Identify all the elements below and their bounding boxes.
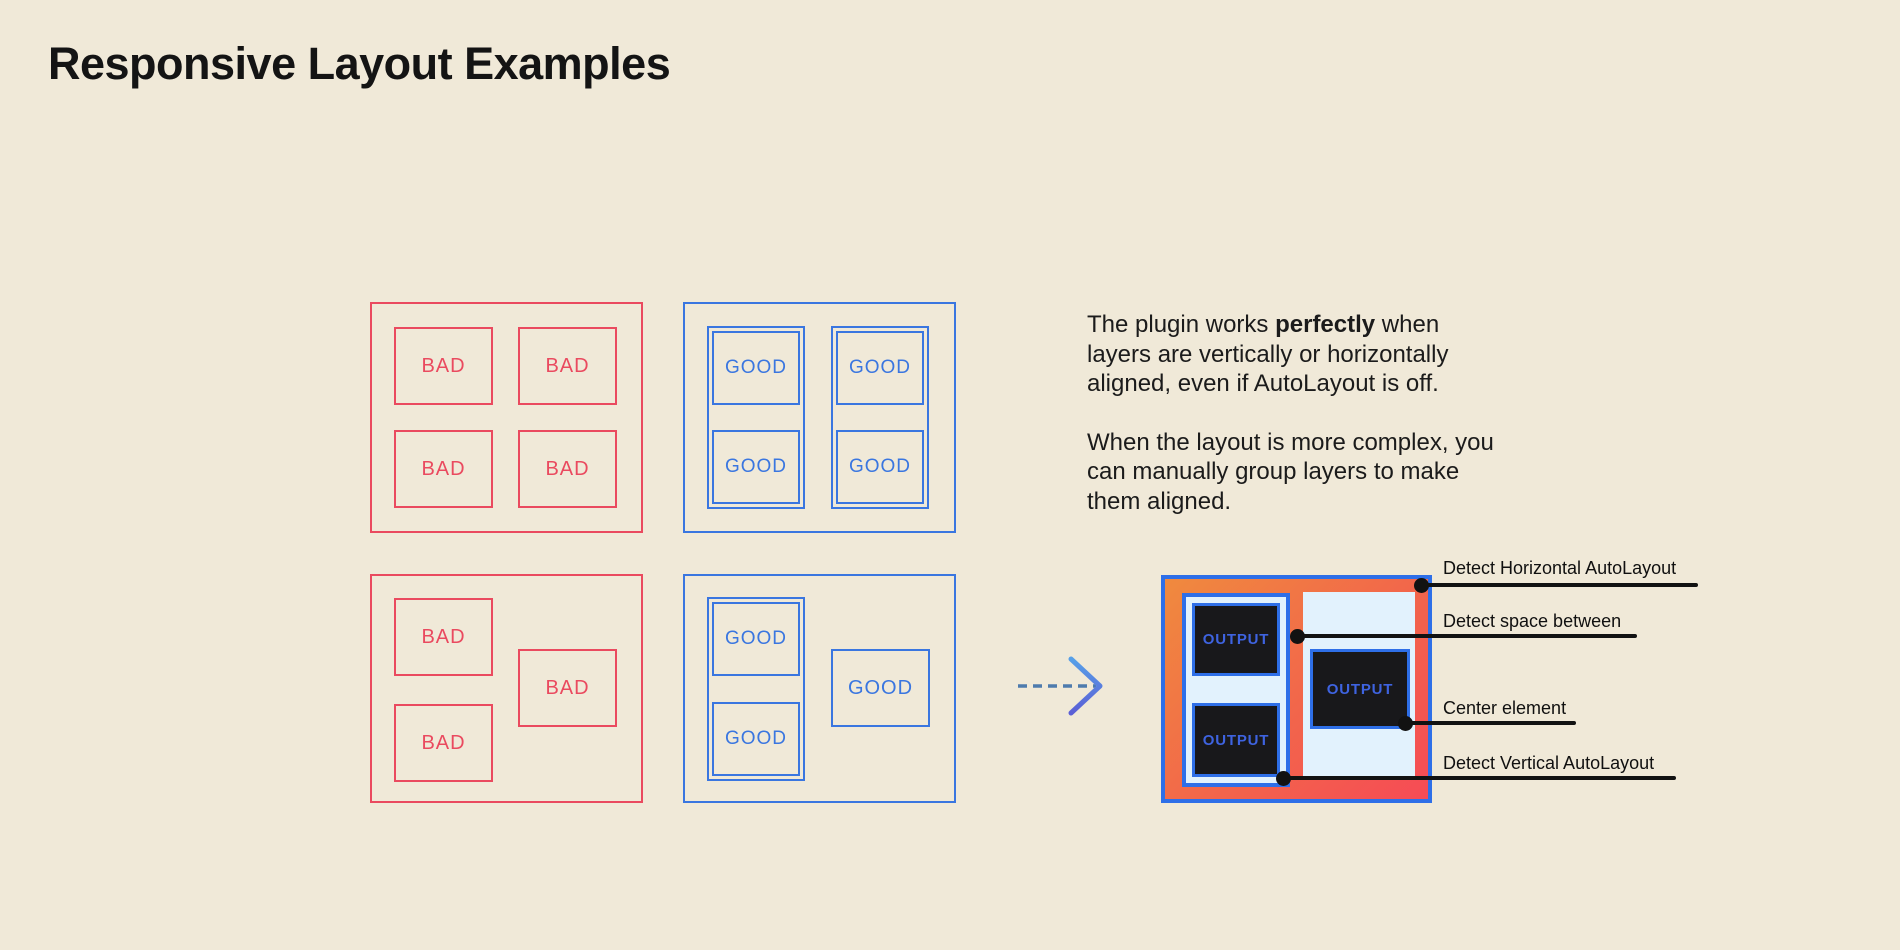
annotation-label: Center element [1443, 698, 1567, 718]
connector-line [1283, 776, 1676, 780]
bad-box-label: BAD [421, 354, 466, 377]
good-box-label: GOOD [724, 728, 788, 749]
page-title: Responsive Layout Examples [48, 38, 671, 89]
annotation-label: Detect Vertical AutoLayout [1443, 753, 1655, 773]
output-box-label: OUTPUT [1326, 680, 1394, 698]
connector-dot [1276, 771, 1291, 786]
good-box-label: GOOD [724, 628, 788, 649]
good-box: GOOD [836, 331, 924, 405]
output-group-column: OUTPUT OUTPUT [1182, 593, 1290, 787]
annotation-label: Detect space between [1443, 611, 1622, 631]
description-line: can manually group layers to make [1087, 458, 1460, 485]
output-result-frame: OUTPUT OUTPUT OUTPUT [1161, 575, 1432, 803]
connector-dot [1290, 629, 1305, 644]
bad-box-label: BAD [545, 457, 590, 480]
bad-box-label: BAD [421, 625, 466, 648]
good-box-label: GOOD [848, 456, 912, 477]
bad-box: BAD [394, 598, 493, 676]
good-box-label: GOOD [848, 357, 912, 378]
description-paragraph-1: The plugin works perfectly when layers a… [1087, 310, 1547, 399]
good-box: GOOD [712, 430, 800, 504]
output-box-label: OUTPUT [1202, 631, 1270, 648]
description-line: The plugin works perfectly when [1087, 311, 1440, 338]
output-box-label: OUTPUT [1202, 731, 1270, 749]
bad-box: BAD [394, 704, 493, 782]
connector-dot [1398, 716, 1413, 731]
bad-box: BAD [394, 327, 493, 405]
bad-box: BAD [518, 649, 617, 727]
arrow-right-icon [1012, 650, 1108, 720]
good-group-column: GOOD GOOD [831, 326, 929, 509]
bad-box: BAD [394, 430, 493, 508]
good-box: GOOD [712, 702, 800, 776]
good-box: GOOD [712, 331, 800, 405]
description-line: layers are vertically or horizontally [1087, 340, 1449, 368]
output-box: OUTPUT [1192, 703, 1280, 777]
description-paragraph-2: When the layout is more complex, you can… [1087, 428, 1547, 517]
connector-line [1405, 721, 1576, 725]
good-box: GOOD [831, 649, 930, 727]
bad-box-label: BAD [545, 354, 590, 377]
output-center-box: OUTPUT [1310, 649, 1410, 729]
bad-box-label: BAD [421, 731, 466, 754]
good-box-label: GOOD [847, 676, 914, 699]
bad-box: BAD [518, 327, 617, 405]
bad-box: BAD [518, 430, 617, 508]
description-line: aligned, even if AutoLayout is off. [1087, 370, 1439, 397]
connector-line [1297, 634, 1637, 638]
good-aligned-example-frame: GOOD GOOD GOOD GOOD [683, 302, 956, 533]
good-box-label: GOOD [724, 456, 788, 477]
connector-line [1421, 583, 1698, 587]
output-box: OUTPUT [1192, 603, 1280, 676]
bad-box-label: BAD [421, 457, 466, 480]
good-box: GOOD [836, 430, 924, 504]
good-group-column: GOOD GOOD [707, 597, 805, 781]
good-group-column: GOOD GOOD [707, 326, 805, 509]
good-complex-example-frame: GOOD GOOD GOOD [683, 574, 956, 803]
description-line: When the layout is more complex, you [1087, 428, 1494, 456]
description-text: The plugin works perfectly when layers a… [1087, 310, 1547, 516]
annotation-label: Detect Horizontal AutoLayout [1443, 558, 1677, 578]
output-side-panel: OUTPUT [1303, 592, 1415, 777]
good-box-label: GOOD [724, 357, 788, 378]
bad-aligned-example-frame: BAD BAD BAD BAD [370, 302, 643, 533]
connector-dot [1414, 578, 1429, 593]
good-box: GOOD [712, 602, 800, 676]
bad-box-label: BAD [545, 676, 590, 699]
description-line: them aligned. [1087, 487, 1232, 515]
bad-misaligned-example-frame: BAD BAD BAD [370, 574, 643, 803]
